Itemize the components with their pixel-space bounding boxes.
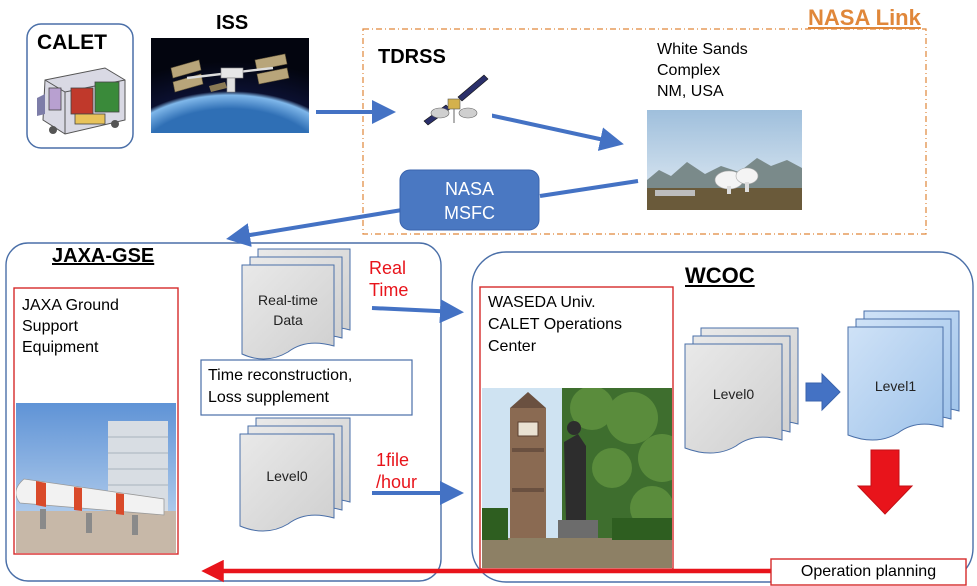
arrow-level0-to-level1 bbox=[805, 372, 841, 412]
per-hour-label-line2: /hour bbox=[376, 472, 418, 492]
nasa-msfc-line2: MSFC bbox=[444, 203, 495, 223]
white-sands-label-line3: NM, USA bbox=[657, 83, 724, 100]
nasa-link-region bbox=[362, 28, 927, 235]
nasa-msfc-line1: NASA bbox=[444, 179, 495, 199]
time-reconstruction-line2: Loss supplement bbox=[208, 389, 329, 406]
iss-label: ISS bbox=[216, 12, 249, 34]
waseda-photo bbox=[482, 388, 672, 568]
calet-label: CALET bbox=[37, 31, 107, 54]
calet-instrument-image bbox=[35, 58, 129, 142]
waseda-frame bbox=[479, 286, 674, 570]
time-reconstruction-line1: Time reconstruction, bbox=[208, 367, 353, 384]
wcoc-title: WCOC bbox=[685, 263, 755, 288]
jaxa-equipment-line3: Equipment bbox=[22, 339, 99, 356]
operation-planning-label: Operation planning bbox=[800, 563, 937, 580]
per-hour-label-line1: 1file bbox=[376, 450, 410, 470]
tdrss-satellite-image bbox=[418, 71, 492, 135]
waseda-line1: WASEDA Univ. bbox=[488, 294, 596, 311]
jaxa-level0-label: Level0 bbox=[266, 468, 308, 484]
jaxa-rocket-photo bbox=[16, 403, 176, 553]
operation-planning-box bbox=[770, 558, 967, 586]
iss-image bbox=[151, 38, 309, 133]
white-sands-label-line2: Complex bbox=[657, 62, 721, 79]
wcoc-level0-doc-stack bbox=[684, 327, 799, 454]
realtime-data-label-line1: Real-time bbox=[258, 292, 318, 308]
nasa-link-label: NASA Link bbox=[808, 5, 921, 30]
real-time-label-line2: Time bbox=[369, 280, 409, 300]
wcoc-level1-doc-stack bbox=[847, 310, 960, 441]
wcoc-level1-label: Level1 bbox=[874, 378, 917, 394]
wcoc-level0-label: Level0 bbox=[712, 386, 755, 402]
arrow-realtime-to-wcoc bbox=[371, 299, 464, 324]
jaxa-equipment-line1: JAXA Ground bbox=[22, 297, 119, 314]
jaxa-gse-title: JAXA-GSE bbox=[52, 245, 155, 267]
white-sands-label-line1: White Sands bbox=[657, 41, 748, 58]
arrow-tdrss-to-whitesands bbox=[479, 111, 624, 151]
time-reconstruction-box bbox=[200, 359, 413, 416]
waseda-line2: CALET Operations bbox=[488, 316, 622, 333]
real-time-label-line1: Real bbox=[369, 258, 407, 278]
jaxa-equipment-frame bbox=[13, 287, 179, 555]
realtime-data-doc-stack bbox=[241, 248, 351, 360]
wcoc-container bbox=[471, 251, 974, 583]
jaxa-equipment-line2: Support bbox=[22, 318, 79, 335]
arrow-msfc-to-jaxa bbox=[226, 208, 403, 247]
realtime-data-label-line2: Data bbox=[273, 312, 303, 328]
arrow-whitesands-to-msfc bbox=[539, 179, 639, 198]
arrow-level1-down bbox=[856, 449, 914, 515]
nasa-msfc-box bbox=[399, 169, 540, 231]
waseda-line3: Center bbox=[488, 338, 537, 355]
jaxa-level0-doc-stack bbox=[239, 417, 351, 532]
tdrss-label: TDRSS bbox=[378, 46, 446, 68]
white-sands-photo bbox=[647, 110, 802, 210]
